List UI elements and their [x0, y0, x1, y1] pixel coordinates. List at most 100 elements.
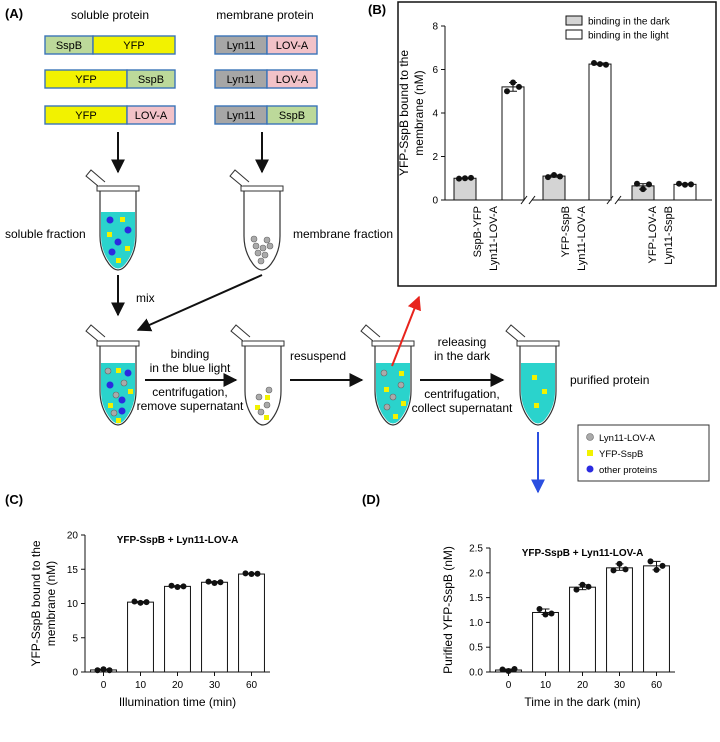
- y-tick-label: 0: [432, 196, 438, 207]
- panel-a-label: (A): [5, 6, 23, 21]
- construct-1-left: SspB: [56, 40, 82, 52]
- data-point: [516, 83, 522, 90]
- data-point: [137, 599, 144, 606]
- construct-5-right: LOV-A: [276, 74, 309, 86]
- y-tick-label: 2: [432, 152, 438, 163]
- data-point: [646, 181, 652, 188]
- y-tick-label: 20: [67, 531, 79, 542]
- x-tick-label: 30: [614, 680, 626, 691]
- construct-3-right: LOV-A: [135, 110, 168, 122]
- data-point: [542, 611, 549, 618]
- membrane-fraction-label: membrane fraction: [293, 227, 393, 241]
- y-tick-label: 0.5: [469, 643, 483, 654]
- data-point: [647, 558, 654, 565]
- construct-3-left: YFP: [75, 110, 96, 122]
- tube-resuspended: [360, 324, 415, 426]
- y-tick-label: 8: [432, 22, 438, 33]
- legend-yfp-symbol: [587, 450, 593, 456]
- step3-bottom-line2: collect supernatant: [412, 401, 513, 415]
- data-point: [597, 61, 603, 68]
- y-tick-label: 10: [67, 599, 79, 610]
- data-point: [180, 583, 187, 590]
- y-tick-label: 2.0: [469, 568, 483, 579]
- data-point: [551, 171, 557, 178]
- x-tick-label: Lyn11-LOV-A: [576, 205, 588, 270]
- data-point: [610, 567, 617, 574]
- legend-other-symbol: [586, 465, 594, 473]
- data-point: [622, 566, 629, 573]
- legend-swatch: [565, 15, 583, 26]
- x-tick-label: 20: [577, 680, 589, 691]
- y-tick-label: 0: [72, 668, 78, 679]
- data-point: [573, 586, 580, 593]
- data-point: [557, 173, 563, 180]
- data-point: [653, 566, 660, 573]
- bar-light: [501, 86, 525, 201]
- data-point: [205, 578, 212, 585]
- legend-item-other: other proteins: [599, 465, 657, 476]
- x-tick-label: Lyn11-SspB: [663, 206, 675, 265]
- bar-light: [588, 63, 612, 201]
- y-tick-label: 1.0: [469, 618, 483, 629]
- data-point: [510, 79, 516, 86]
- arrow-membrane-to-mix: [136, 274, 263, 332]
- data-point: [211, 579, 218, 586]
- y-tick-label: 0.0: [469, 668, 483, 679]
- x-tick-label: 60: [246, 680, 258, 691]
- step3-top-line1: releasing: [438, 335, 487, 349]
- construct-lyn11-lova-2: Lyn11 LOV-A: [214, 69, 318, 89]
- y-axis-label: YFP-SspB bound to the: [29, 540, 43, 666]
- x-tick-label: YFP-SspB: [560, 206, 572, 257]
- construct-lyn11-lova-1: Lyn11 LOV-A: [214, 35, 318, 55]
- data-point: [548, 610, 555, 617]
- step1-bottom-line1: centrifugation,: [152, 385, 227, 399]
- panel-b-label: (B): [368, 2, 386, 17]
- data-point: [174, 584, 181, 591]
- tube-membrane-fraction: [229, 169, 284, 271]
- purified-protein-label: purified protein: [570, 373, 649, 387]
- step3-top-line2: in the dark: [434, 349, 491, 363]
- data-point: [168, 582, 175, 589]
- panel-a: (A) soluble protein membrane protein Ssp…: [5, 6, 710, 494]
- data-point: [217, 579, 224, 586]
- data-point: [131, 598, 138, 605]
- y-tick-label: 5: [72, 633, 78, 644]
- data-point: [462, 175, 468, 182]
- x-tick-label: YFP-LOV-A: [647, 205, 659, 263]
- data-point: [254, 570, 261, 577]
- panel-d-label: (D): [362, 492, 380, 507]
- x-tick-label: 10: [540, 680, 552, 691]
- construct-6-left: Lyn11: [227, 110, 256, 122]
- legend-lyn11-symbol: [586, 433, 594, 441]
- data-point: [106, 667, 113, 674]
- tube-mix: [85, 324, 140, 426]
- axis-break: [528, 195, 536, 205]
- data-point: [505, 668, 512, 675]
- x-tick-label: 10: [135, 680, 147, 691]
- construct-1-right: YFP: [123, 40, 144, 52]
- step3-bottom-line1: centrifugation,: [424, 387, 499, 401]
- data-point: [616, 560, 623, 567]
- y-tick-label: 2.5: [469, 544, 483, 555]
- step1-top-line1: binding: [171, 347, 210, 361]
- mix-label: mix: [136, 291, 155, 305]
- step2-label: resuspend: [290, 349, 346, 363]
- data-point: [456, 175, 462, 182]
- construct-2-right: SspB: [138, 74, 164, 86]
- data-point: [676, 180, 682, 187]
- x-tick-label: 20: [172, 680, 184, 691]
- axis-break: [614, 195, 622, 205]
- y-tick-label: 15: [67, 565, 79, 576]
- bar: [201, 581, 228, 673]
- y-tick-label: 6: [432, 65, 438, 76]
- construct-sspb-yfp: SspB YFP: [44, 35, 176, 55]
- bar: [532, 611, 559, 673]
- step1-bottom-line2: remove supernatant: [137, 399, 244, 413]
- construct-5-left: Lyn11: [227, 74, 256, 86]
- bar-dark: [453, 177, 477, 201]
- tube-purified: [505, 324, 560, 426]
- data-point: [94, 667, 101, 674]
- data-point: [579, 581, 586, 588]
- tube-soluble-fraction: [85, 169, 140, 271]
